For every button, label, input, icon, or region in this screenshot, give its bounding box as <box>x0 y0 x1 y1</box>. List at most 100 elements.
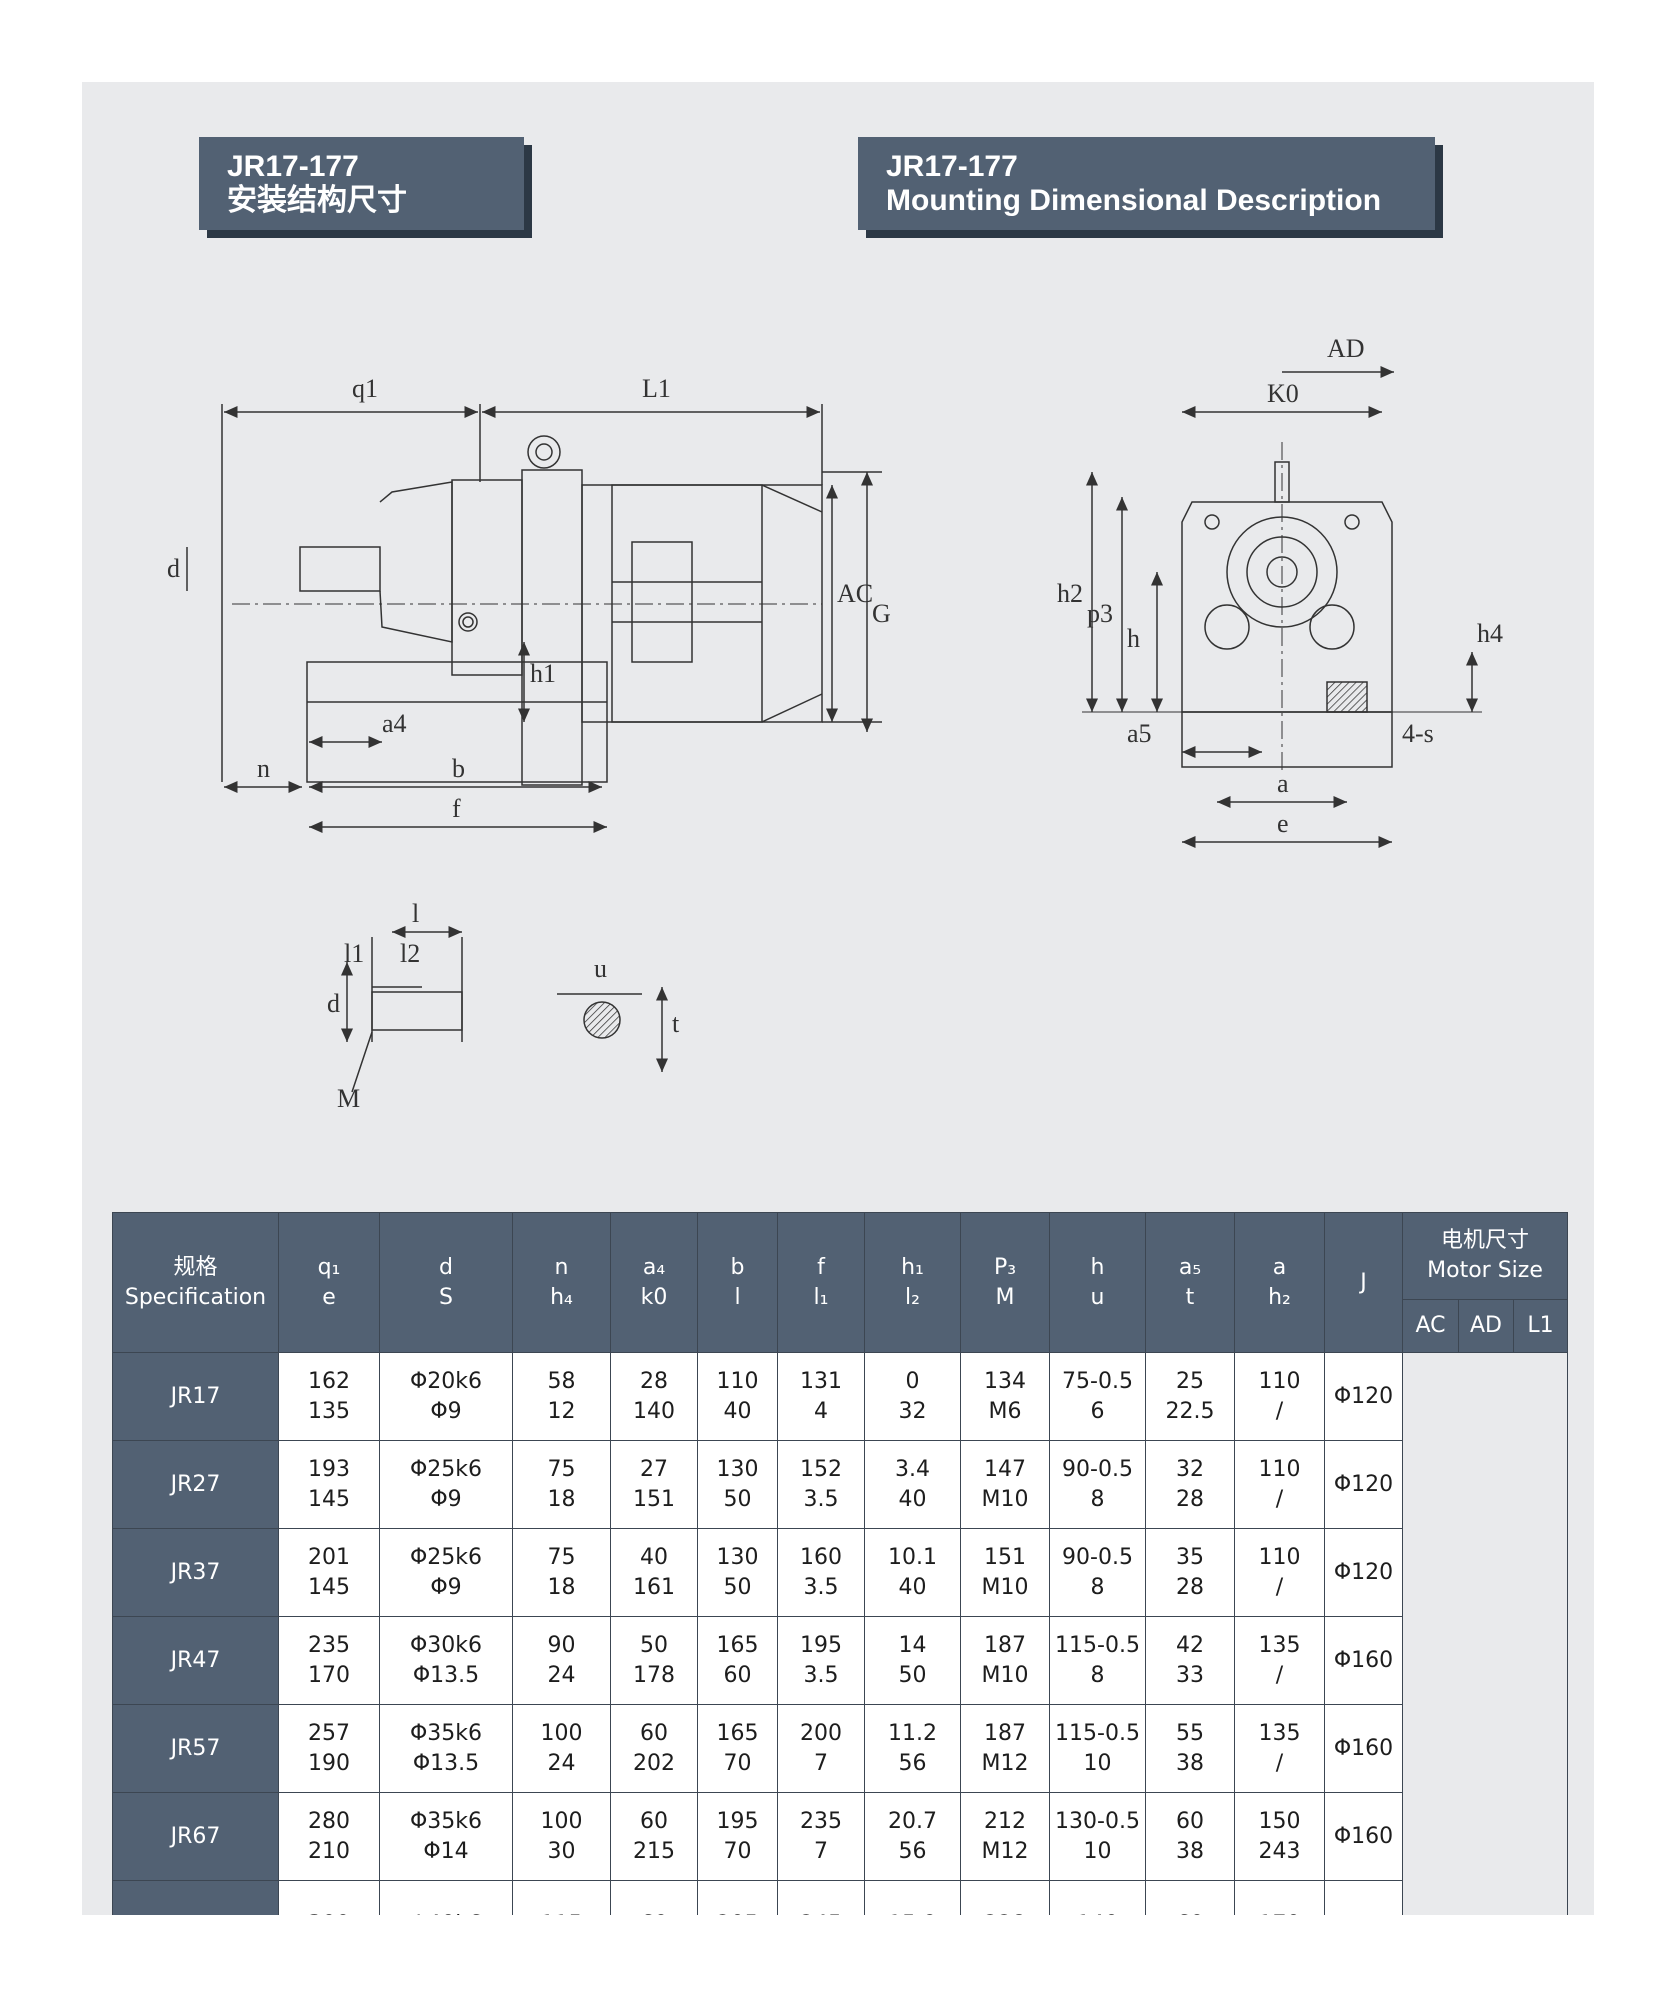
value-bottom: / <box>1275 1486 1284 1512</box>
value-cell: 110/ <box>1234 1352 1325 1441</box>
value-top: 50 <box>640 1632 668 1658</box>
value-cell: Φ160 <box>1324 1792 1403 1881</box>
column-header-top: P₃ <box>993 1254 1017 1280</box>
label-u: u <box>594 954 607 983</box>
value-top: Φ25k6 <box>409 1544 483 1570</box>
value-bottom: 70 <box>723 1750 752 1776</box>
column-header-bottom: t <box>1185 1284 1195 1310</box>
value-top: 10.1 <box>888 1544 937 1570</box>
value-cell: 60 <box>1145 1880 1235 1916</box>
title-box-english: JR17-177 Mounting Dimensional Descriptio… <box>858 137 1435 230</box>
value-top: 3.4 <box>895 1456 930 1482</box>
value-top: 100 <box>540 1720 583 1746</box>
value-top: Φ40k6 <box>380 1910 512 1916</box>
value-bottom: 145 <box>308 1574 350 1600</box>
value-bottom: 6 <box>1090 1398 1105 1424</box>
value-bottom: 7 <box>814 1750 828 1776</box>
value-top: 75 <box>547 1544 576 1570</box>
value-bottom: 151 <box>633 1486 675 1512</box>
value-bottom: 22.5 <box>1165 1398 1215 1424</box>
value-top: 130 <box>716 1544 759 1570</box>
value-cell: Φ120 <box>1324 1352 1403 1441</box>
value-cell: 245 <box>777 1880 865 1916</box>
label-f: f <box>452 794 461 823</box>
value-top: 60 <box>1146 1910 1234 1916</box>
value-top: 165 <box>716 1720 759 1746</box>
value-cell: 115 <box>512 1880 611 1916</box>
column-header-top: h <box>1090 1254 1105 1280</box>
value-bottom: 170 <box>308 1662 350 1688</box>
value-bottom: 24 <box>547 1750 576 1776</box>
value-bottom: 32 <box>898 1398 927 1424</box>
value-bottom: 140 <box>633 1398 675 1424</box>
value-bottom: 18 <box>547 1574 576 1600</box>
value-top: Φ120 <box>1333 1559 1394 1585</box>
value-top: 245 <box>778 1910 864 1916</box>
value-top: 187 <box>984 1720 1026 1746</box>
value-top: 115 <box>513 1910 610 1916</box>
value-top: 162 <box>308 1368 350 1394</box>
side-view-dimensions <box>186 404 882 833</box>
value-top: 115-0.5 <box>1055 1720 1140 1746</box>
value-bottom: 70 <box>723 1838 752 1864</box>
value-bottom: 40 <box>898 1574 927 1600</box>
value-bottom: 190 <box>308 1750 350 1776</box>
value-top: 110 <box>716 1368 759 1394</box>
value-cell: 75-0.5 6 <box>1049 1352 1146 1441</box>
value-bottom: 3.5 <box>803 1662 839 1688</box>
spec-name-cell: JR27 <box>112 1440 279 1529</box>
column-header-top: f <box>817 1254 825 1280</box>
value-top: 170 <box>1235 1910 1324 1916</box>
column-header-bottom: l₁ <box>813 1284 829 1310</box>
motor-col-ac: AC <box>1402 1299 1459 1353</box>
label-G: G <box>872 599 891 628</box>
label-q1: q1 <box>352 374 378 403</box>
value-top: 90-0.5 <box>1062 1544 1133 1570</box>
column-header-bottom: u <box>1090 1284 1105 1310</box>
label-L1: L1 <box>642 374 671 403</box>
value-top: 280 <box>308 1808 350 1834</box>
value-bottom: 3.5 <box>803 1486 839 1512</box>
column-header-bottom: Specification <box>124 1284 267 1310</box>
spec-name-cell: JR67 <box>112 1792 279 1881</box>
value-top: 165 <box>716 1632 759 1658</box>
value-top: 205 <box>698 1910 777 1916</box>
value-top: 0 <box>905 1368 920 1394</box>
value-top: Φ25k6 <box>409 1456 483 1482</box>
value-bottom: 50 <box>723 1486 752 1512</box>
value-bottom: Φ13.5 <box>412 1662 480 1688</box>
value-cell: 10.1 40 <box>864 1528 961 1617</box>
value-bottom: 56 <box>898 1838 927 1864</box>
value-bottom: M10 <box>981 1486 1029 1512</box>
value-bottom: 202 <box>633 1750 675 1776</box>
value-top: 90 <box>547 1632 576 1658</box>
label-t: t <box>672 1009 680 1038</box>
value-top: Φ160 <box>1333 1647 1394 1673</box>
value-top: 257 <box>308 1720 350 1746</box>
value-top: Φ160 <box>1333 1735 1394 1761</box>
label-M: M <box>337 1084 360 1113</box>
column-header-top: n <box>554 1254 569 1280</box>
value-top: 75-0.5 <box>1062 1368 1133 1394</box>
